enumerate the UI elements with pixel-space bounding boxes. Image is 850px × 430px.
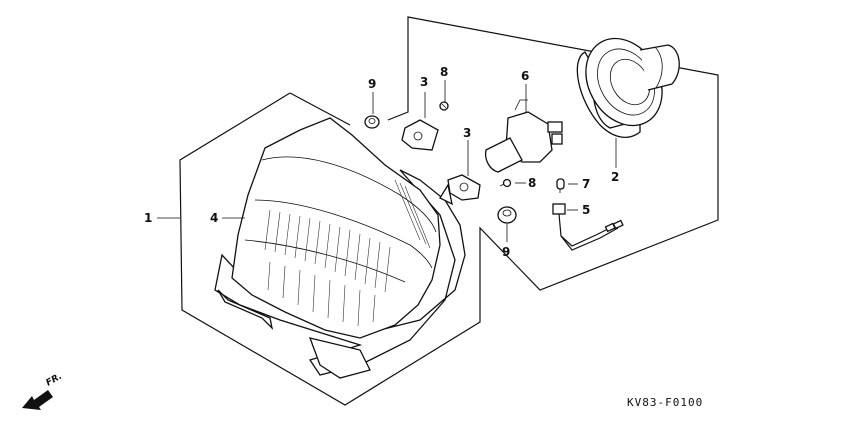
- leader-lines: [157, 80, 617, 242]
- bulb-socket-cover: [576, 37, 680, 138]
- callout-4: 4: [210, 211, 218, 225]
- callout-9-upper: 9: [368, 77, 376, 91]
- grommet-upper: [364, 115, 380, 129]
- headlight-assembly: [214, 117, 466, 379]
- diagram-code: KV83-F0100: [627, 396, 703, 409]
- callout-3-upper: 3: [420, 75, 428, 89]
- callout-5: 5: [582, 203, 590, 217]
- front-label: FR.: [45, 372, 64, 389]
- screw-upper: [439, 101, 449, 111]
- screw-lower: [499, 178, 512, 188]
- callout-1: 1: [144, 211, 152, 225]
- callout-9-lower: 9: [502, 245, 510, 259]
- position-bulb: [556, 178, 565, 193]
- assembly-outline-inner: [289, 92, 351, 126]
- callout-8-upper: 8: [440, 65, 448, 79]
- assembly-outline-main: [179, 16, 719, 406]
- callout-2: 2: [611, 170, 619, 184]
- callout-6: 6: [521, 69, 529, 83]
- retainer-clip-upper: [401, 119, 439, 151]
- halogen-bulb: [484, 99, 563, 173]
- arrow-down-left-icon: [22, 390, 53, 410]
- callout-7: 7: [582, 177, 590, 191]
- retainer-clip-lower: [439, 174, 481, 206]
- grommet-lower: [497, 206, 517, 224]
- callout-8-lower: 8: [528, 176, 536, 190]
- callout-3-lower: 3: [463, 126, 471, 140]
- position-socket-harness: [552, 203, 624, 251]
